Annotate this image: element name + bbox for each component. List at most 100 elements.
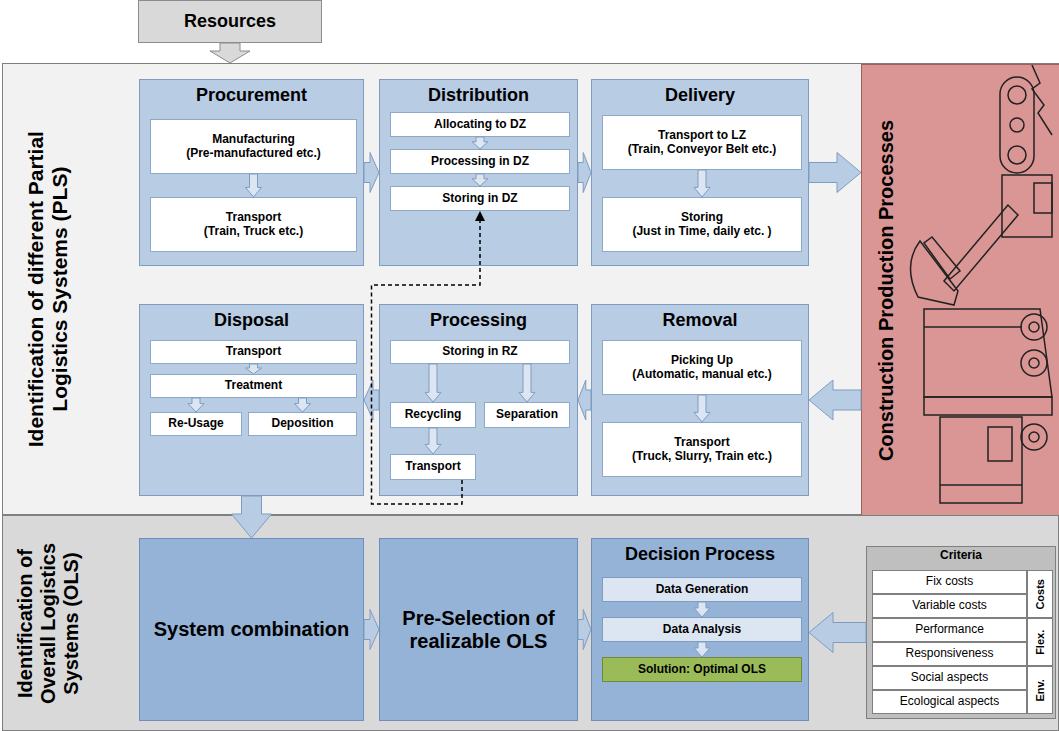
- step-arrow: [246, 174, 262, 197]
- flow-arrow: [578, 610, 591, 650]
- step-arrow: [472, 174, 488, 186]
- node-label: Procurement: [140, 85, 363, 106]
- node-label: Disposal: [140, 310, 363, 331]
- node-label: Storing: [678, 211, 726, 225]
- criteria-group: Flex.: [1027, 618, 1053, 666]
- criteria-cell: Responsiveness: [872, 642, 1027, 666]
- step-box: Transport to LZ(Train, Conveyor Belt etc…: [602, 115, 802, 170]
- node-label: Transport: [671, 436, 732, 450]
- criteria-cell: Fix costs: [872, 570, 1027, 594]
- node-label: Data Analysis: [660, 623, 744, 637]
- stage-box: DisposalTransportTreatmentRe-Usage Deposi…: [139, 304, 364, 496]
- node-label: Flex.: [1034, 621, 1047, 663]
- step-box: Processing in DZ: [390, 149, 570, 174]
- node-label: Variable costs: [909, 599, 989, 613]
- solution-box: Solution: Optimal OLS: [602, 657, 802, 682]
- flow-arrow: [809, 380, 861, 420]
- step-arrow: [519, 364, 535, 402]
- step-box: Storing in DZ: [390, 186, 570, 211]
- step-arrow: [188, 398, 204, 412]
- step-box: Data Analysis: [602, 617, 802, 642]
- step-box: Transport(Truck, Slurry, Train etc.): [602, 422, 802, 477]
- step-box: Picking Up(Automatic, manual etc.): [602, 340, 802, 395]
- production-box: Construction Production Processes: [861, 64, 1059, 516]
- node-label: Env.: [1034, 669, 1047, 711]
- flow-arrow: [578, 153, 591, 193]
- system-band: Identification of different Partial Logi…: [2, 63, 1059, 515]
- step-box: Treatment: [150, 374, 357, 398]
- node-label: Data Generation: [653, 583, 752, 597]
- step-box: Storing in RZ: [390, 340, 570, 364]
- node-label: Identification of Overall Logistics Syst…: [14, 521, 83, 726]
- node-label: Costs: [1034, 573, 1047, 615]
- node-label: Delivery: [592, 85, 808, 106]
- node-label: Identification of different Partial Logi…: [24, 89, 72, 489]
- criteria-group: Env.: [1027, 666, 1053, 714]
- criteria-group: Costs: [1027, 570, 1053, 618]
- node-label: Criteria: [867, 549, 1055, 563]
- step-arrow: [694, 395, 710, 422]
- stage-box: DistributionAllocating to DZ Processing i…: [379, 79, 578, 266]
- stage-box: DeliveryTransport to LZ(Train, Conveyor …: [591, 79, 809, 266]
- node-label: Allocating to DZ: [431, 118, 529, 132]
- node-label: Transport to LZ: [655, 129, 749, 143]
- node-label: System combination: [151, 618, 353, 641]
- node-label: Resources: [181, 11, 279, 32]
- node-label: Processing: [380, 310, 577, 331]
- node-label: Solution: Optimal OLS: [635, 663, 769, 677]
- step-arrow: [694, 642, 710, 657]
- node-detail: (Automatic, manual etc.): [629, 368, 774, 382]
- node-label: Recycling: [402, 408, 465, 422]
- step-box: Allocating to DZ: [390, 112, 570, 137]
- step-box: Re-Usage: [150, 412, 242, 436]
- node-detail: (Train, Conveyor Belt etc.): [625, 143, 780, 157]
- node-label: Fix costs: [923, 575, 976, 589]
- criteria-table: CriteriaFix costsVariable costsPerforman…: [866, 546, 1056, 719]
- stage-box: RemovalPicking Up(Automatic, manual etc.…: [591, 304, 809, 496]
- step-arrow: [295, 398, 311, 412]
- node-label: Separation: [493, 408, 561, 422]
- node-label: Social aspects: [908, 671, 991, 685]
- node-label: Transport: [223, 211, 284, 225]
- node-label: Decision Process: [592, 544, 808, 565]
- step-box: Recycling: [390, 402, 476, 428]
- criteria-cell: Variable costs: [872, 594, 1027, 618]
- stage-box: ProcessingStoring in RZ Recycling Separati…: [379, 304, 578, 496]
- node-label: Pre-Selection of realizable OLS: [380, 607, 577, 653]
- criteria-cell: Performance: [872, 618, 1027, 642]
- step-box: Manufacturing(Pre-manufactured etc.): [150, 119, 357, 174]
- step-arrow: [694, 602, 710, 617]
- flow-arrow: [364, 380, 379, 420]
- step-box: Storing(Just in Time, daily etc. ): [602, 197, 802, 252]
- node-detail: (Just in Time, daily etc. ): [629, 225, 774, 239]
- flow-arrow: [232, 496, 272, 538]
- node-detail: (Truck, Slurry, Train etc.): [629, 450, 775, 464]
- input-box: Resources: [138, 0, 322, 43]
- node-label: Treatment: [222, 379, 285, 393]
- node-label: Removal: [592, 310, 808, 331]
- criteria-cell: Social aspects: [872, 666, 1027, 690]
- flow-arrow: [809, 613, 866, 653]
- node-label: Manufacturing: [209, 133, 298, 147]
- node-label: Deposition: [269, 417, 337, 431]
- step-arrow: [246, 364, 262, 374]
- step-box: Transport: [150, 340, 357, 364]
- node-label: Transport: [223, 345, 284, 359]
- node-label: Processing in DZ: [428, 155, 532, 169]
- node-label: Ecological aspects: [897, 695, 1002, 709]
- feedback-arrow: [372, 211, 486, 504]
- stage-box: ProcurementManufacturing(Pre-manufacture…: [139, 79, 364, 266]
- step-arrow: [425, 428, 441, 454]
- node-detail: (Pre-manufactured etc.): [183, 147, 324, 161]
- node-label: Construction Production Processes: [875, 67, 898, 513]
- step-box: Transport: [390, 454, 476, 480]
- node-label: Transport: [402, 460, 463, 474]
- step-box: Transport(Train, Truck etc.): [150, 197, 357, 252]
- step-box: Separation: [484, 402, 570, 428]
- node-detail: (Train, Truck etc.): [201, 225, 306, 239]
- node-label: Storing in DZ: [439, 192, 520, 206]
- node-label: Distribution: [380, 85, 577, 106]
- step-arrow: [694, 170, 710, 197]
- ols-box: Pre-Selection of realizable OLS: [379, 538, 578, 721]
